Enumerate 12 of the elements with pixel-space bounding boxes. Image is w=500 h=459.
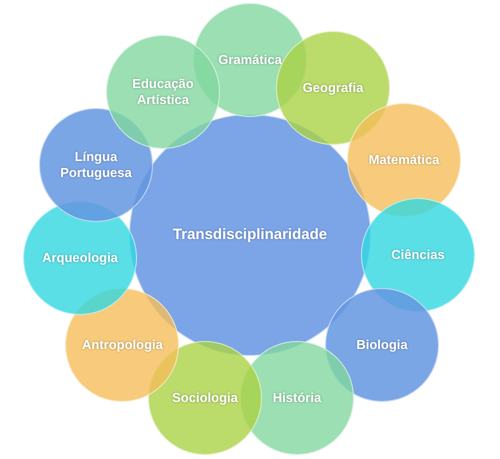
circle-label: Gramática — [218, 52, 282, 68]
circle-label: Antropologia — [82, 336, 162, 354]
circle-label: Ciências — [391, 246, 445, 264]
circle-label: Educação Artística — [131, 76, 195, 108]
circle-label: Sociologia — [172, 390, 238, 406]
circle-label: História — [272, 390, 322, 406]
circle-label: Arqueologia — [42, 250, 118, 266]
circle-label: Geografia — [302, 80, 364, 96]
circle-label: Língua Portuguesa — [59, 148, 133, 182]
circle-label: Transdisciplinaridade — [172, 226, 328, 244]
circle-label: Matemática — [368, 152, 440, 168]
circle-label: Biologia — [356, 336, 408, 354]
